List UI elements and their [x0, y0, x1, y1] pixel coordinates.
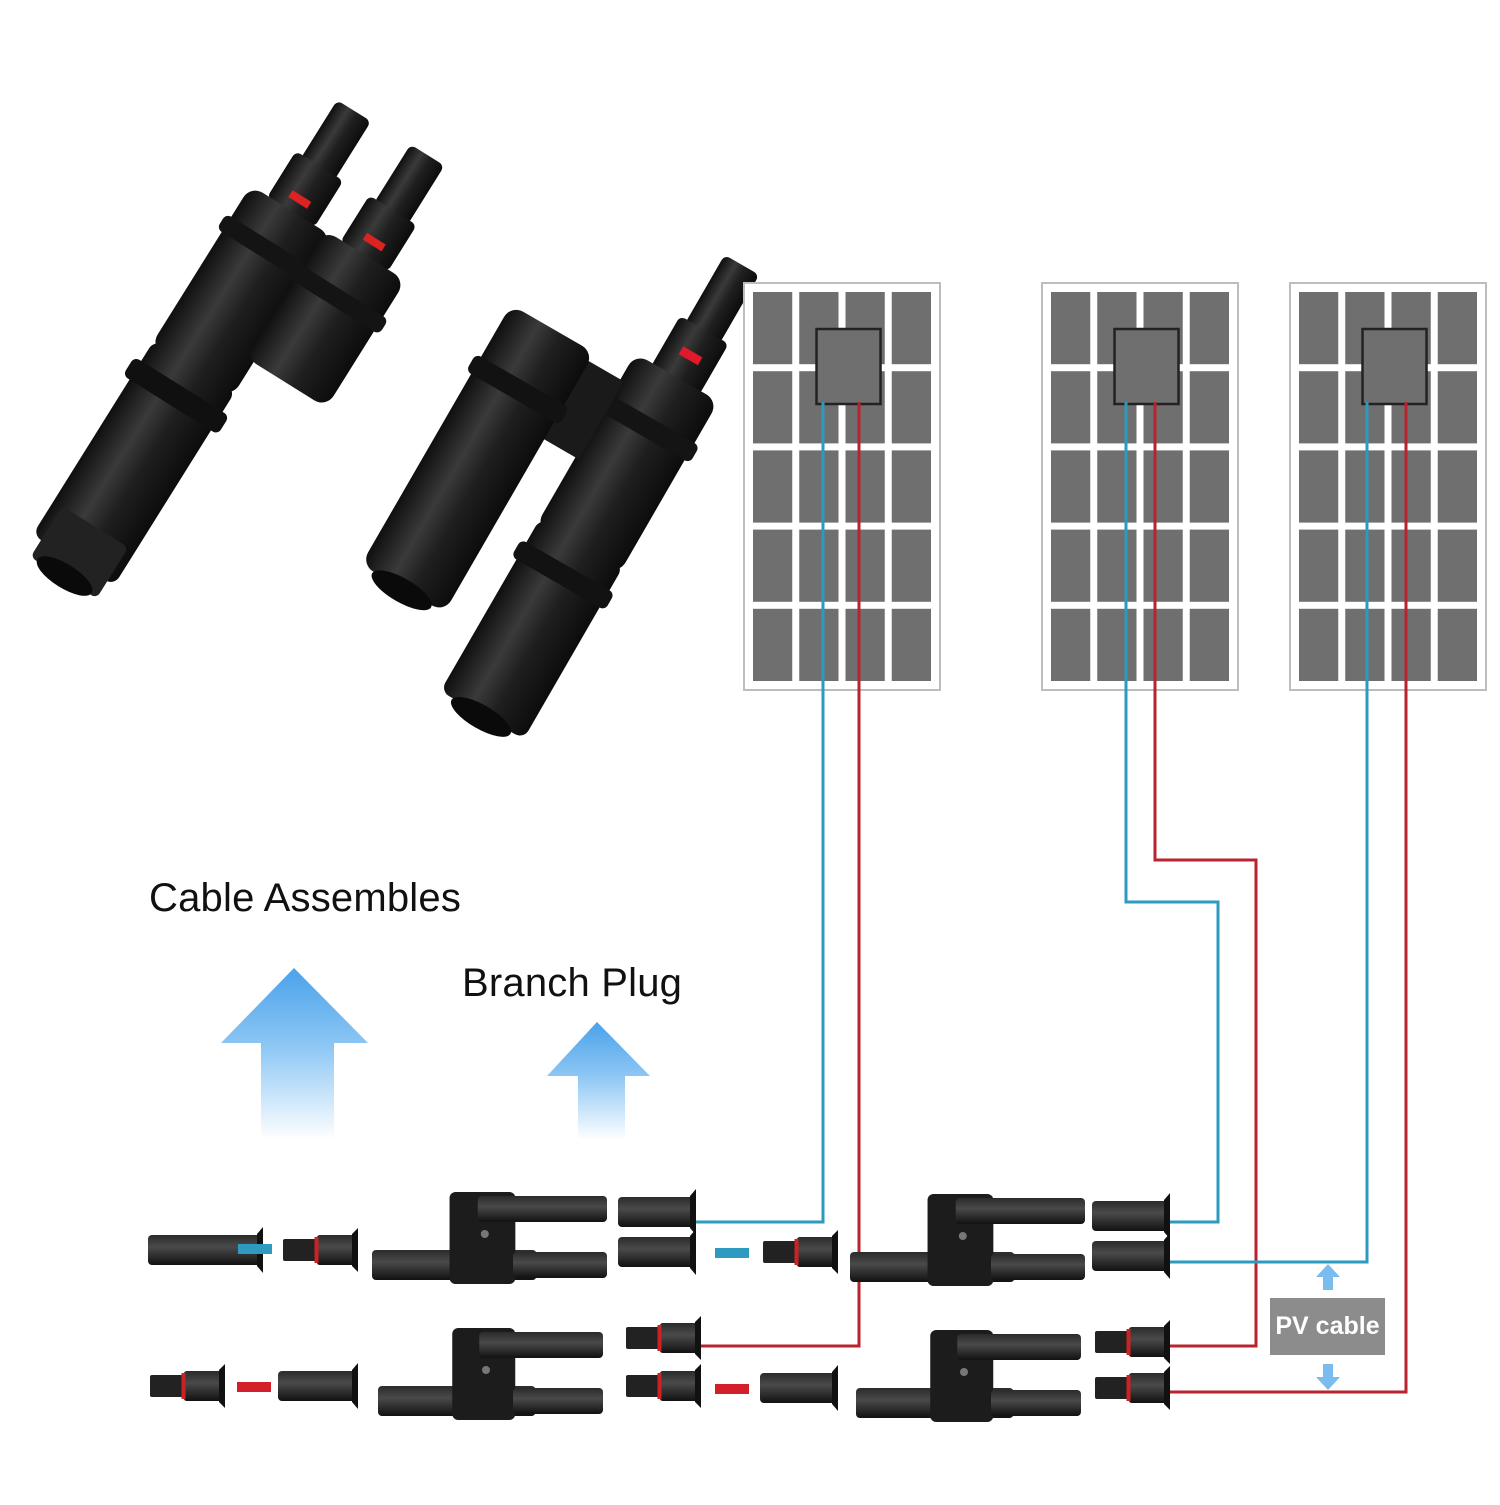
y-connector-right [366, 257, 758, 737]
negative-link-dash-2 [715, 1248, 749, 1258]
solar-cell [1299, 450, 1339, 523]
solar-cell [799, 529, 839, 602]
negative-wire-panel-3 [1170, 402, 1369, 1264]
solar-cell [1437, 608, 1477, 681]
pv-cable-label: PV cable [1270, 1298, 1385, 1355]
mc4-female-connector [760, 1365, 838, 1411]
solar-cell [891, 608, 931, 681]
positive-link-dash-1 [237, 1382, 271, 1392]
solar-cell [891, 529, 931, 602]
up-arrow-icon-branch-plug [547, 1022, 650, 1140]
solar-cell [1189, 529, 1229, 602]
mc4-male-connector [626, 1316, 701, 1360]
solar-cell [1345, 529, 1385, 602]
solar-cell [1189, 450, 1229, 523]
y-connector-left-branch [250, 146, 443, 403]
mc4-male-connector [1095, 1320, 1170, 1364]
mc4-male-connector [1095, 1366, 1170, 1410]
solar-cell [753, 292, 793, 365]
mc4-male-connector [626, 1364, 701, 1408]
solar-cell [1345, 608, 1385, 681]
negative-wire-panel-2 [1124, 402, 1220, 1224]
solar-panel-2 [1041, 282, 1239, 691]
solar-cell [845, 529, 885, 602]
t-branch-connector [856, 1330, 1081, 1422]
branch-plug-label: Branch Plug [462, 961, 683, 1005]
solar-cell [1437, 292, 1477, 365]
solar-cell [753, 529, 793, 602]
solar-cell [753, 450, 793, 523]
cable-assembles-label: Cable Assembles [149, 876, 462, 920]
mc4-male-connector [150, 1364, 225, 1408]
solar-cell [891, 450, 931, 523]
junction-box [1113, 327, 1180, 406]
solar-cell [1097, 529, 1137, 602]
solar-cell [891, 292, 931, 365]
y-connector-left [32, 102, 369, 597]
mc4-female-connector [618, 1229, 696, 1275]
solar-cell [1391, 529, 1431, 602]
mc4-female-connector [1092, 1193, 1170, 1239]
junction-box [815, 327, 882, 406]
positive-wire-panel-2 [1153, 402, 1258, 1348]
t-branch-connector [378, 1328, 603, 1420]
mc4-female-connector [618, 1189, 696, 1235]
bidirectional-arrow-icon-pv-cable [1316, 1264, 1340, 1390]
solar-cell [1189, 608, 1229, 681]
positive-wire-panel-3 [1170, 402, 1408, 1394]
mc4-male-connector [283, 1228, 358, 1272]
solar-cell [1189, 292, 1229, 365]
positive-wire-panel-1 [700, 402, 861, 1348]
pv-wiring [696, 402, 1408, 1394]
solar-cell [1437, 529, 1477, 602]
solar-cell [1299, 608, 1339, 681]
solar-panels [743, 282, 1487, 691]
solar-cell [1391, 608, 1431, 681]
solar-cell [1051, 450, 1091, 523]
solar-cell [891, 371, 931, 444]
solar-cell [799, 608, 839, 681]
solar-cell [1143, 450, 1183, 523]
solar-cell [1097, 450, 1137, 523]
negative-wire-panel-1 [696, 402, 825, 1224]
branch-connector-product-photo [32, 102, 758, 737]
solar-cell [1391, 450, 1431, 523]
solar-cell [1299, 292, 1339, 365]
solar-cell [1143, 529, 1183, 602]
solar-cell [1051, 529, 1091, 602]
solar-cell [1299, 371, 1339, 444]
solar-cell [1097, 608, 1137, 681]
solar-cell [799, 450, 839, 523]
solar-cell [1051, 292, 1091, 365]
solar-cell [1437, 450, 1477, 523]
solar-cell [1437, 371, 1477, 444]
solar-cell [1051, 371, 1091, 444]
solar-cell [845, 450, 885, 523]
t-branch-connector [850, 1194, 1085, 1286]
t-branch-connector [372, 1192, 607, 1284]
solar-cell [1345, 450, 1385, 523]
up-arrow-icon-cable-assembles [221, 968, 368, 1140]
mc4-female-connector [278, 1363, 358, 1409]
negative-link-dash-1 [238, 1244, 272, 1254]
mc4-female-connector [1092, 1233, 1170, 1279]
positive-link-dash-2 [715, 1384, 749, 1394]
solar-cell [753, 608, 793, 681]
solar-cell [1051, 608, 1091, 681]
solar-cell [1143, 608, 1183, 681]
solar-panel-3 [1289, 282, 1487, 691]
mc4-male-connector [763, 1230, 838, 1274]
connector-assembly-row [148, 1189, 1170, 1422]
solar-panel-1 [743, 282, 941, 691]
solar-cell [845, 608, 885, 681]
solar-cell [753, 371, 793, 444]
solar-cell [1299, 529, 1339, 602]
junction-box [1361, 327, 1428, 406]
solar-cell [1189, 371, 1229, 444]
